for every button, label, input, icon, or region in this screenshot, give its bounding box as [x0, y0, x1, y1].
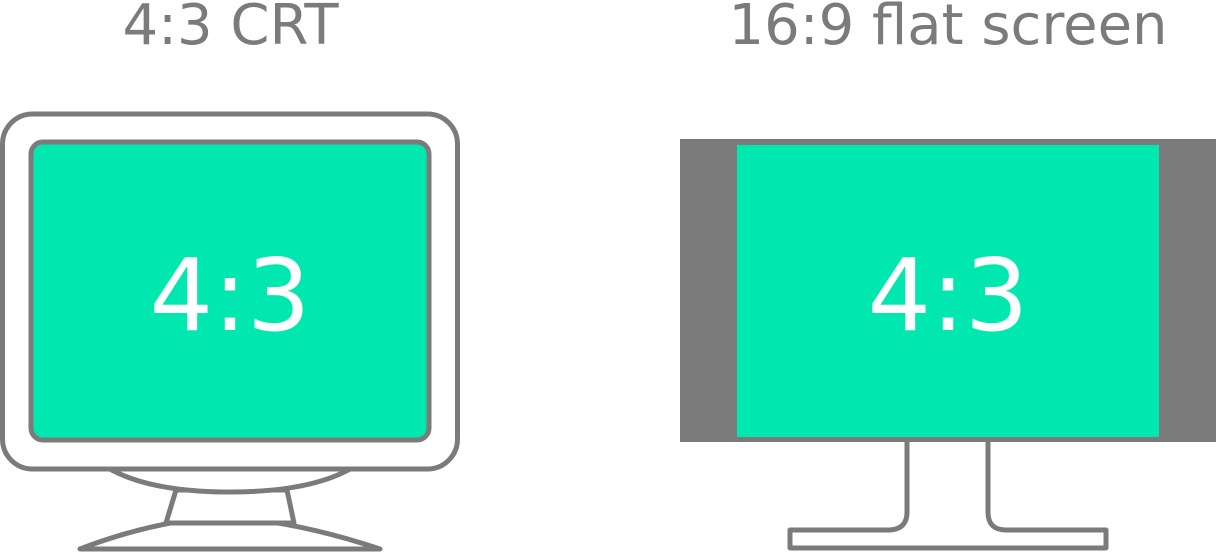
- crt-monitor: 4:3: [0, 111, 460, 552]
- crt-title: 4:3 CRT: [122, 0, 339, 58]
- crt-screen: [28, 139, 432, 443]
- flat-screen-title: 16:9 flat screen: [728, 0, 1168, 58]
- crt-screen-label: 4:3: [150, 237, 311, 354]
- flat-screen-label: 4:3: [868, 237, 1029, 354]
- crt-stand-neck: [163, 487, 297, 526]
- flat-stand: [787, 440, 1109, 551]
- flat-screen-4-3-area: [737, 145, 1159, 437]
- crt-rear-housing: [105, 465, 355, 495]
- flat-screen-monitor: 4:3: [680, 139, 1216, 551]
